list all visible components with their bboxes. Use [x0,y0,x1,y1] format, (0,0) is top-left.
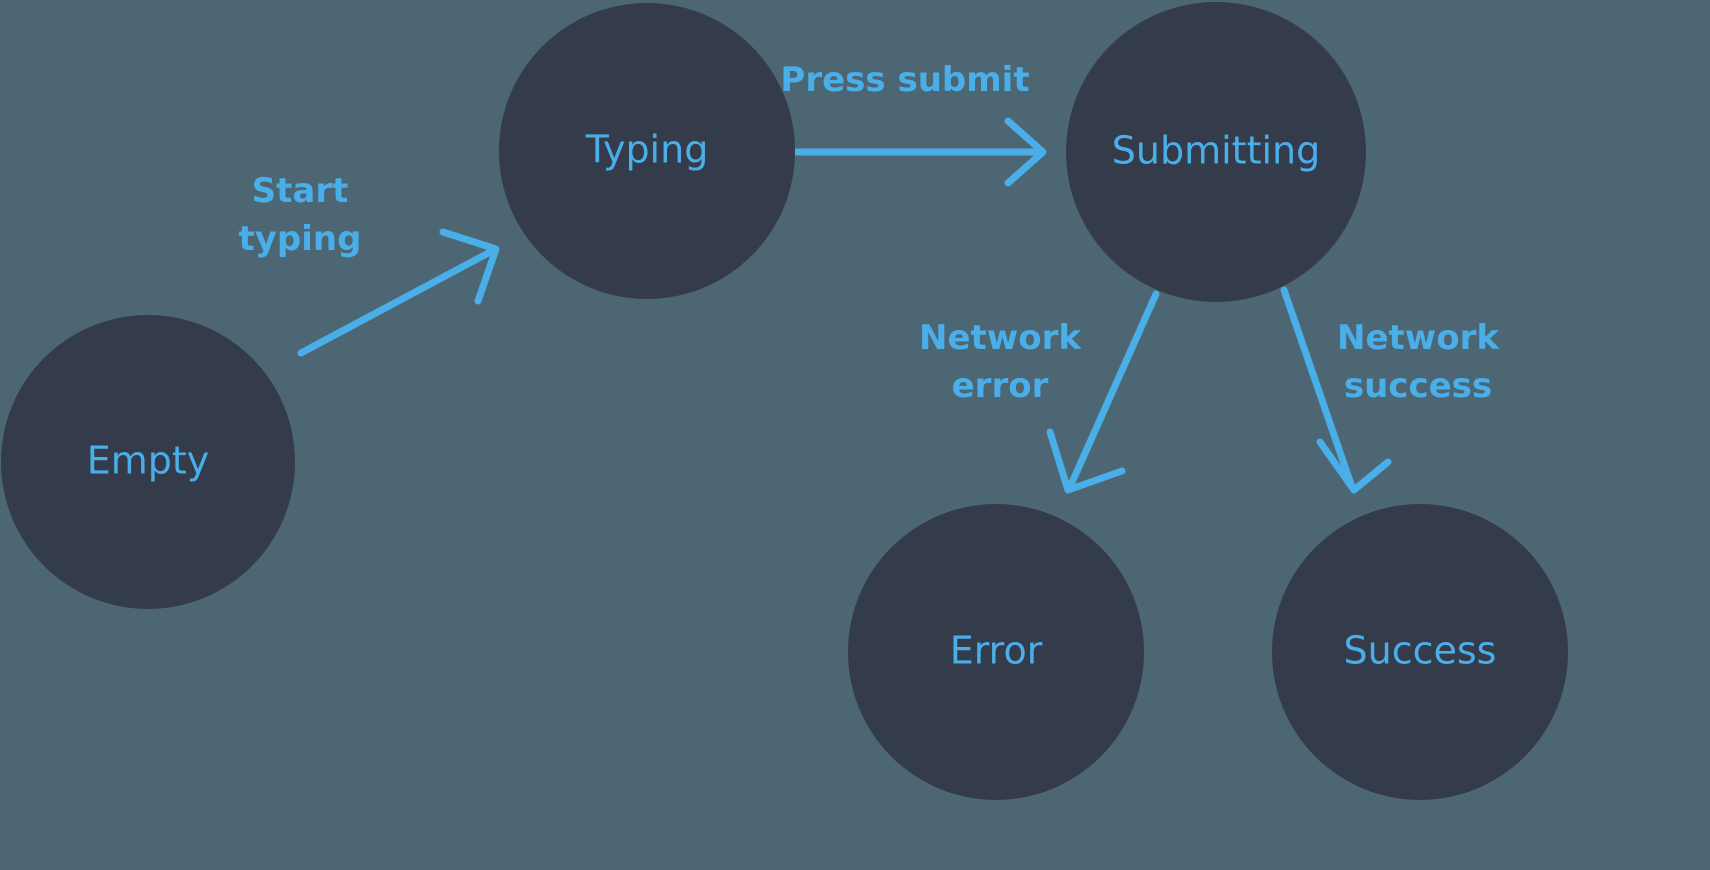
edge-label-line: error [952,366,1049,406]
edge-label-typing-to-submitting: Press submit [780,60,1029,100]
edge-label-line: Network [1337,318,1500,358]
edge-typing-to-submitting [761,117,1047,187]
edge-label-submitting-to-success: Network success [1337,318,1500,406]
state-node-circle[interactable] [848,504,1144,800]
arrow-head-icon [1316,438,1392,494]
edges-layer [297,117,1392,494]
state-node-submitting[interactable]: Submitting [1066,2,1366,302]
state-node-typing[interactable]: Typing [499,3,795,299]
state-node-success[interactable]: Success [1272,504,1568,800]
edge-submitting-to-error [1046,290,1160,494]
edge-line [1066,290,1160,491]
arrow-head-icon [1004,117,1047,187]
state-node-label: Error [950,629,1043,673]
edge-label-empty-to-typing: Start typing [239,171,362,259]
edge-label-submitting-to-error: Network error [919,318,1082,406]
state-node-circle[interactable] [1272,504,1568,800]
arrow-head-icon [1046,428,1126,494]
state-node-circle[interactable] [1,315,295,609]
state-node-label: Typing [585,128,709,172]
state-node-circle[interactable] [499,3,795,299]
edge-label-line: typing [239,219,362,259]
edge-label-line: success [1344,366,1492,406]
state-node-label: Empty [87,439,210,483]
state-node-circle[interactable] [1066,2,1366,302]
edge-submitting-to-success [1280,286,1392,494]
arrow-head-icon [439,228,500,305]
edge-empty-to-typing [297,228,500,357]
edge-line [1280,286,1356,491]
edge-label-line: Start [252,171,349,211]
edge-label-line: Press submit [780,60,1029,100]
state-node-empty[interactable]: Empty [1,315,295,609]
state-node-label: Success [1344,629,1497,673]
state-node-label: Submitting [1112,129,1320,173]
edge-line [297,246,498,357]
edge-label-line: Network [919,318,1082,358]
state-node-error[interactable]: Error [848,504,1144,800]
